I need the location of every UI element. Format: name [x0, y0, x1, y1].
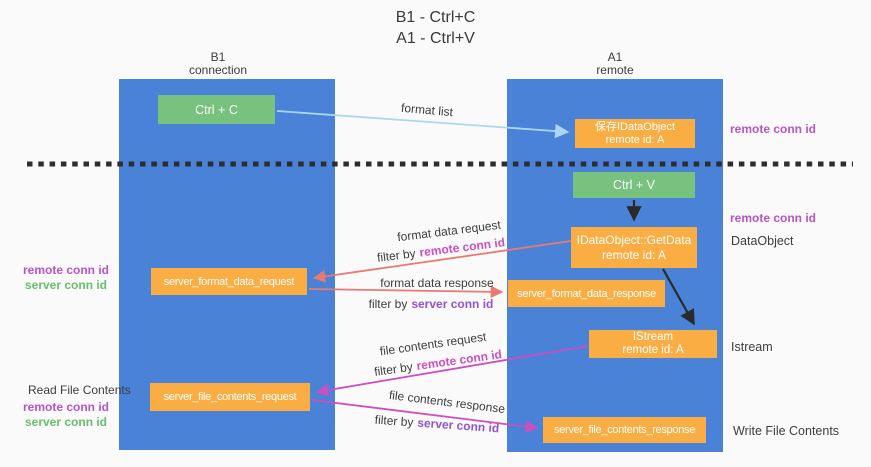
- arrow-getdata-to-istream: [662, 268, 695, 326]
- node-sfdreq-label: server_format_data_request: [163, 275, 295, 288]
- node-getdata-line2: remote id: A: [601, 247, 667, 262]
- arrow-file-contents-request: [315, 345, 589, 397]
- annotation-remote-conn-id-top: remote conn id: [730, 122, 817, 136]
- label-format-data-response: format data response: [380, 276, 494, 290]
- annotation-left-conn-ids-top: remote conn id server conn id: [20, 263, 112, 293]
- lane-a1-subtitle: remote: [596, 63, 634, 77]
- node-ctrl-v: Ctrl + V: [573, 172, 695, 198]
- node-istream: IStream remote id: A: [589, 330, 717, 358]
- node-save-idataobject-line2: remote id: A: [605, 133, 665, 146]
- node-server-format-data-response: server_format_data_response: [508, 280, 665, 307]
- node-server-file-contents-request: server_file_contents_request: [150, 383, 310, 411]
- annotation-server-conn-id-left-2: server conn id: [24, 415, 108, 429]
- filter-by-text: filter by: [374, 412, 414, 430]
- arrow-file-contents-response: [311, 399, 539, 433]
- lane-header-b1: B1 connection: [110, 51, 326, 77]
- annotation-remote-conn-id-mid: remote conn id: [730, 211, 817, 225]
- node-save-idataobject-line1: 保存IDataObject: [594, 120, 676, 133]
- annotation-write-file-contents: Write File Contents: [733, 424, 840, 438]
- node-sfcreq-label: server_file_contents_request: [163, 391, 297, 403]
- annotation-left-conn-ids-bottom: remote conn id server conn id: [20, 400, 112, 430]
- annotation-remote-conn-id-left-1: remote conn id: [22, 263, 109, 277]
- node-ctrl-c: Ctrl + C: [158, 95, 275, 124]
- annotation-server-conn-id-left-1: server conn id: [24, 278, 108, 292]
- diagram-title: B1 - Ctrl+C A1 - Ctrl+V: [0, 7, 871, 49]
- arrow-format-list: [276, 110, 570, 139]
- lane-b1-name: B1: [210, 50, 226, 64]
- title-line-2: A1 - Ctrl+V: [396, 30, 475, 47]
- node-idataobject-getdata: IDataObject::GetData remote id: A: [571, 227, 697, 268]
- annotation-read-file-contents: Read File Contents: [28, 383, 131, 397]
- node-server-file-contents-response: server_file_contents_response: [543, 417, 706, 443]
- annotation-dataobject: DataObject: [731, 234, 794, 248]
- lane-header-a1: A1 remote: [507, 51, 723, 77]
- node-getdata-line1: IDataObject::GetData: [576, 232, 692, 247]
- annotation-remote-conn-id-left-2: remote conn id: [22, 400, 109, 414]
- node-istream-line1: IStream: [632, 331, 674, 343]
- server-conn-id-text: server conn id: [411, 297, 494, 311]
- node-server-format-data-request: server_format_data_request: [151, 268, 307, 295]
- node-ctrl-c-label: Ctrl + C: [195, 102, 238, 117]
- title-line-1: B1 - Ctrl+C: [395, 9, 476, 26]
- node-ctrl-v-label: Ctrl + V: [612, 178, 656, 192]
- lane-b1-subtitle: connection: [188, 63, 248, 77]
- node-sfdresp-label: server_format_data_response: [517, 287, 656, 300]
- arrow-format-data-response: [308, 285, 504, 299]
- node-istream-line2: remote id: A: [622, 344, 684, 356]
- arrow-format-data-request: [312, 240, 572, 283]
- node-save-idataobject: 保存IDataObject remote id: A: [575, 119, 695, 148]
- node-sfcresp-label: server_file_contents_response: [553, 424, 696, 436]
- annotation-istream: Istream: [731, 340, 773, 354]
- lane-a1-name: A1: [607, 50, 623, 64]
- filter-by-text: filter by: [368, 297, 408, 311]
